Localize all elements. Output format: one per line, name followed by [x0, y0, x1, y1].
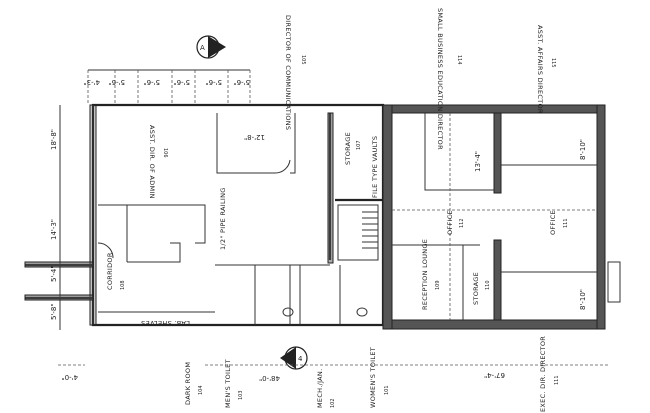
svg-text:112: 112: [459, 218, 465, 228]
section-sheet: 4: [210, 44, 215, 52]
svg-text:108: 108: [120, 280, 126, 290]
note-pipe-railing: 1/2" PIPE RAILING: [219, 187, 227, 250]
dim-room-111: 8'-10": [579, 289, 587, 310]
svg-text:107: 107: [356, 140, 362, 150]
left-dimensions: 18'-8" 14'-3" 5'-4" 5'-8" 4'-0": [50, 105, 85, 381]
svg-text:103: 103: [238, 390, 244, 400]
room-label-110: STORAGE: [472, 272, 480, 305]
room-label-102: MECH./JAN.: [316, 369, 324, 408]
room-label-109: RECEPTION LOUNGE: [421, 239, 429, 310]
svg-text:114: 114: [456, 55, 462, 65]
section-sheet: 4: [298, 355, 303, 363]
dim-top-1: 5'-6": [108, 78, 125, 86]
dim-overall-left: 48'-0": [259, 374, 280, 382]
dim-side-c: 14'-3": [50, 219, 58, 240]
dim-top-3: 5'-6": [173, 78, 190, 86]
left-wing-walls: [24, 103, 385, 327]
dim-top-0: 4'-3": [83, 78, 100, 86]
top-dimensions: 4'-3" 5'-6" 5'-6" 5'-6" 5'-6" 5'-6": [83, 69, 251, 105]
stairs: [337, 204, 379, 261]
room-labels: DIRECTOR OF COMMUNICATIONS 105 ASST. DIR…: [106, 8, 569, 412]
room-label-114: SMALL BUSINESS EDUCATION DIRECTOR: [436, 8, 444, 150]
svg-text:101: 101: [384, 385, 390, 395]
note-lab-shelves: LAB. SHELVES: [141, 319, 190, 327]
dim-side-d: 18'-8": [50, 129, 58, 150]
svg-text:110: 110: [485, 280, 491, 290]
dim-room-105: 12'-8": [244, 133, 265, 141]
svg-text:115: 115: [550, 58, 556, 68]
svg-text:105: 105: [300, 55, 306, 65]
svg-text:111: 111: [554, 375, 560, 385]
room-label-107: STORAGE: [344, 132, 352, 165]
dim-offset: 4'-0": [61, 373, 78, 381]
dim-side-a: 5'-8": [50, 303, 58, 320]
room-label-106: ASST. DIR. OF ADMIN: [148, 125, 156, 199]
dim-overall-right: 67'-4": [484, 371, 505, 379]
section-marker-top: A 4: [196, 35, 226, 59]
svg-text:102: 102: [330, 398, 336, 408]
dim-side-b: 5'-4": [50, 265, 58, 282]
dim-room-114: 13'-4": [474, 151, 482, 172]
room-label-104: DARK ROOM: [184, 362, 192, 405]
svg-text:106: 106: [162, 148, 168, 158]
dim-top-2: 5'-6": [143, 78, 160, 86]
svg-text:111: 111: [563, 218, 569, 228]
dim-top-5: 5'-6": [233, 78, 250, 86]
room-label-101: WOMEN'S TOILET: [369, 347, 377, 408]
dim-room-115: 8'-10": [579, 139, 587, 160]
room-label-105: DIRECTOR OF COMMUNICATIONS: [284, 15, 292, 130]
section-letter: A: [200, 44, 205, 52]
room-label-103: MEN'S TOILET: [224, 359, 232, 408]
note-file-vaults: FILE TYPE VAULTS: [371, 136, 379, 198]
svg-text:109: 109: [435, 280, 441, 290]
room-label-115: ASST. AFFAIRS DIRECTOR: [536, 25, 544, 114]
room-label-111: OFFICE: [549, 210, 557, 235]
room-label-112: OFFICE: [446, 210, 454, 235]
dim-top-4: 5'-6": [205, 78, 222, 86]
section-letter: A: [288, 355, 293, 363]
section-marker-bottom: A 4: [280, 346, 308, 370]
room-label-108: CORRIDOR: [106, 252, 114, 290]
right-wing-walls: [382, 104, 621, 330]
svg-text:104: 104: [198, 385, 204, 395]
room-label-exec: EXEC. DIR. DIRECTOR: [539, 336, 547, 412]
